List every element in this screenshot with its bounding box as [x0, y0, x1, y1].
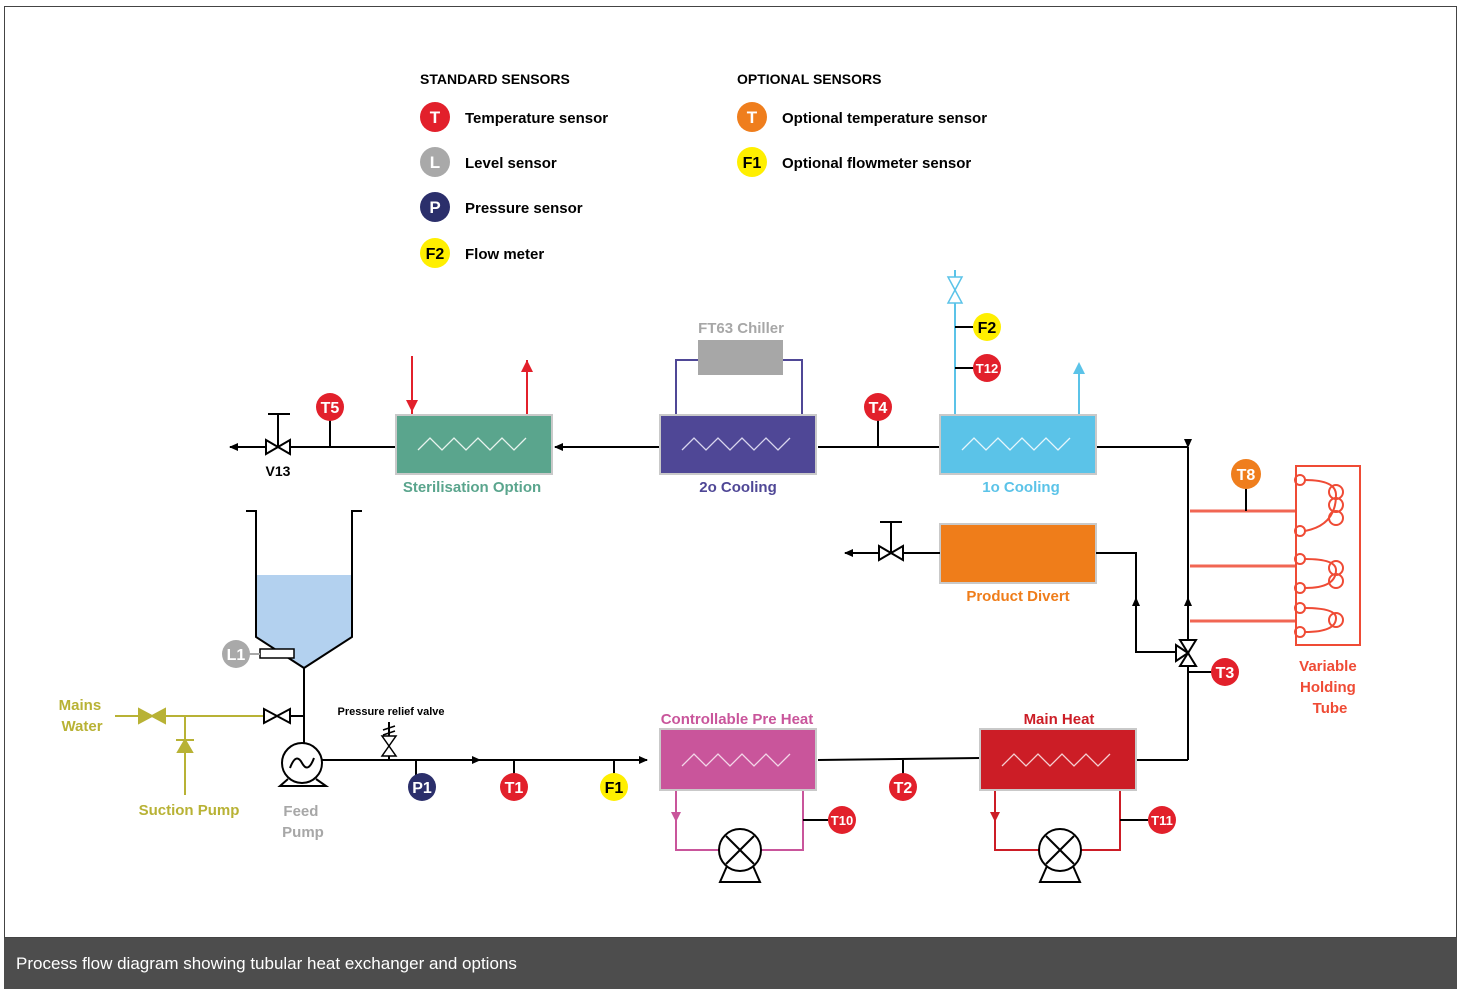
three-way-valve — [1175, 597, 1212, 760]
preheat-label: Controllable Pre Heat — [661, 711, 814, 728]
sensor-f1: F1 — [600, 773, 628, 801]
sensor-t2: T2 — [889, 773, 917, 801]
sensor-p1: P1 — [408, 773, 436, 801]
sensor-l1: L1 — [222, 640, 250, 668]
svg-text:P1: P1 — [412, 780, 432, 797]
chiller-label: FT63 Chiller — [698, 320, 784, 337]
inlet-valve-icon — [263, 707, 291, 725]
svg-text:T3: T3 — [1216, 665, 1235, 682]
main-heat-pump-icon — [1038, 828, 1082, 883]
flow-meter-icon — [420, 238, 450, 268]
mains-water-label: Mains Water — [59, 697, 106, 735]
pressure-sensor-icon — [420, 192, 450, 222]
legend: STANDARD SENSORS OPTIONAL SENSORS T Temp… — [420, 71, 987, 268]
legend-optional-flow: F1 Optional flowmeter sensor — [737, 147, 971, 177]
legend-label: Optional temperature sensor — [782, 110, 987, 127]
sensor-t10: T10 — [828, 806, 856, 834]
feed-pump-label: Feed Pump — [282, 803, 324, 841]
main-heat-label: Main Heat — [1024, 711, 1095, 728]
v13-label: V13 — [266, 463, 291, 479]
divert-valve-icon — [878, 544, 904, 562]
svg-text:F2: F2 — [978, 320, 997, 337]
legend-label: Pressure sensor — [465, 200, 583, 217]
secondary-cooling-unit — [659, 340, 817, 475]
legend-label: Optional flowmeter sensor — [782, 155, 971, 172]
level-probe-icon — [259, 648, 295, 659]
legend-temperature: T Temperature sensor — [420, 102, 608, 132]
standard-sensors-heading: STANDARD SENSORS — [420, 71, 570, 87]
holding-tube — [1190, 465, 1361, 646]
optional-temperature-sensor-icon — [737, 102, 767, 132]
legend-label: Temperature sensor — [465, 110, 608, 127]
feed-pump — [277, 742, 330, 787]
svg-text:F2: F2 — [426, 246, 445, 263]
optional-flowmeter-icon — [737, 147, 767, 177]
svg-text:T12: T12 — [976, 361, 998, 376]
svg-text:T1: T1 — [505, 780, 524, 797]
svg-text:F1: F1 — [743, 155, 762, 172]
suction-pump-label: Suction Pump — [139, 802, 240, 819]
legend-level: L Level sensor — [420, 147, 557, 177]
svg-text:T8: T8 — [1237, 467, 1256, 484]
preheat-pump-icon — [718, 828, 762, 883]
process-line — [322, 722, 1188, 775]
sensor-t11: T11 — [1148, 806, 1176, 834]
level-sensor-icon — [420, 147, 450, 177]
holding-tube-label: Variable Holding Tube — [1299, 658, 1361, 717]
legend-optional-temperature: T Optional temperature sensor — [737, 102, 987, 132]
sensor-t1: T1 — [500, 773, 528, 801]
svg-text:T5: T5 — [321, 400, 340, 417]
sensors: T5 T4 F2 T12 T8 T3 L1 P1 T1 F1 T2 T10 T1… — [222, 313, 1261, 834]
figure-caption: Process flow diagram showing tubular hea… — [4, 938, 1457, 989]
optional-sensors-heading: OPTIONAL SENSORS — [737, 71, 881, 87]
svg-text:T10: T10 — [831, 813, 853, 828]
sensor-f2: F2 — [973, 313, 1001, 341]
divert-label: Product Divert — [966, 588, 1069, 605]
cooling-line — [229, 420, 1192, 640]
legend-label: Level sensor — [465, 155, 557, 172]
primary-cooling-label: 1o Cooling — [982, 479, 1060, 496]
temperature-sensor-icon — [420, 102, 450, 132]
main-heat-unit — [979, 728, 1148, 883]
secondary-cooling-label: 2o Cooling — [699, 479, 777, 496]
sensor-t12: T12 — [973, 354, 1001, 382]
primary-cooling-unit — [939, 270, 1097, 475]
sensor-t4: T4 — [864, 393, 892, 421]
preheat-unit — [659, 728, 828, 883]
sensor-t5: T5 — [316, 393, 344, 421]
svg-text:P: P — [429, 198, 440, 217]
svg-text:L: L — [430, 153, 440, 172]
svg-text:T4: T4 — [869, 400, 888, 417]
product-divert — [844, 521, 1176, 653]
sensor-t8: T8 — [1231, 459, 1261, 489]
cooling-water-valve-icon — [946, 276, 964, 304]
legend-pressure: P Pressure sensor — [420, 192, 583, 222]
svg-text:T: T — [747, 108, 758, 127]
sterilisation-unit — [395, 356, 553, 475]
sterilisation-label: Sterilisation Option — [403, 479, 541, 496]
svg-text:T: T — [430, 108, 441, 127]
pressure-relief-valve — [380, 725, 398, 757]
svg-text:F1: F1 — [605, 780, 624, 797]
svg-text:T11: T11 — [1151, 813, 1173, 828]
svg-text:L1: L1 — [227, 647, 246, 664]
legend-flow: F2 Flow meter — [420, 238, 544, 268]
legend-label: Flow meter — [465, 246, 544, 263]
feed-hopper — [246, 510, 362, 745]
mains-water-line — [115, 707, 264, 795]
valve-v13 — [265, 413, 291, 456]
chiller-unit — [698, 340, 783, 375]
sensor-t3: T3 — [1211, 658, 1239, 686]
svg-text:T2: T2 — [894, 780, 913, 797]
pressure-relief-label: Pressure relief valve — [337, 706, 444, 718]
